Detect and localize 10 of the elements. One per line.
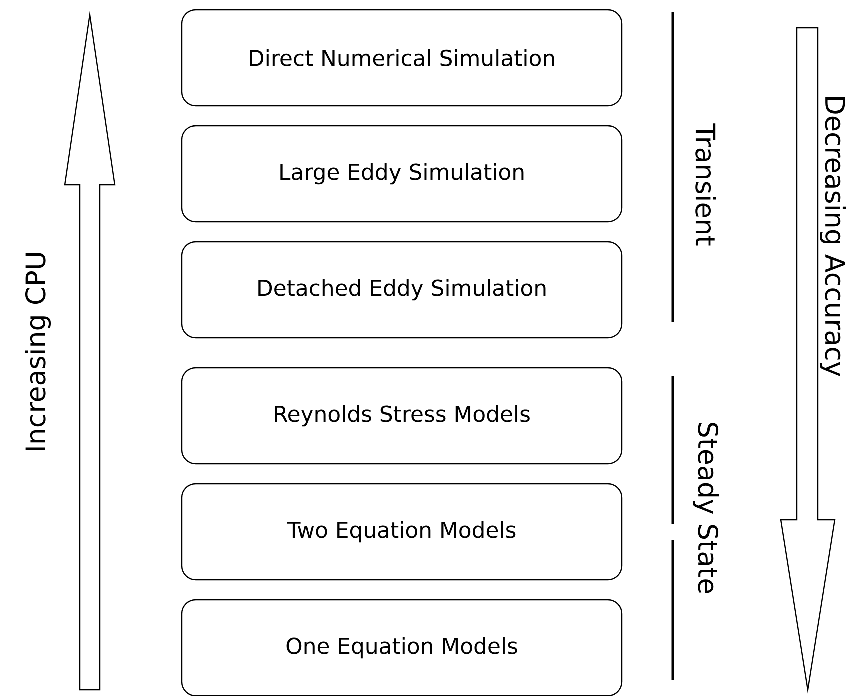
model-box: Two Equation Models [181,483,623,581]
model-box: One Equation Models [181,599,623,696]
axis-label: Transient [696,124,716,246]
model-box: Direct Numerical Simulation [181,9,623,107]
axis-label: Steady State [693,423,720,594]
axis-label: Decreasing Accuracy [820,97,846,376]
model-box: Detached Eddy Simulation [181,241,623,339]
axis-label: Increasing CPU [25,253,52,450]
model-box: Large Eddy Simulation [181,125,623,223]
model-box: Reynolds Stress Models [181,367,623,465]
